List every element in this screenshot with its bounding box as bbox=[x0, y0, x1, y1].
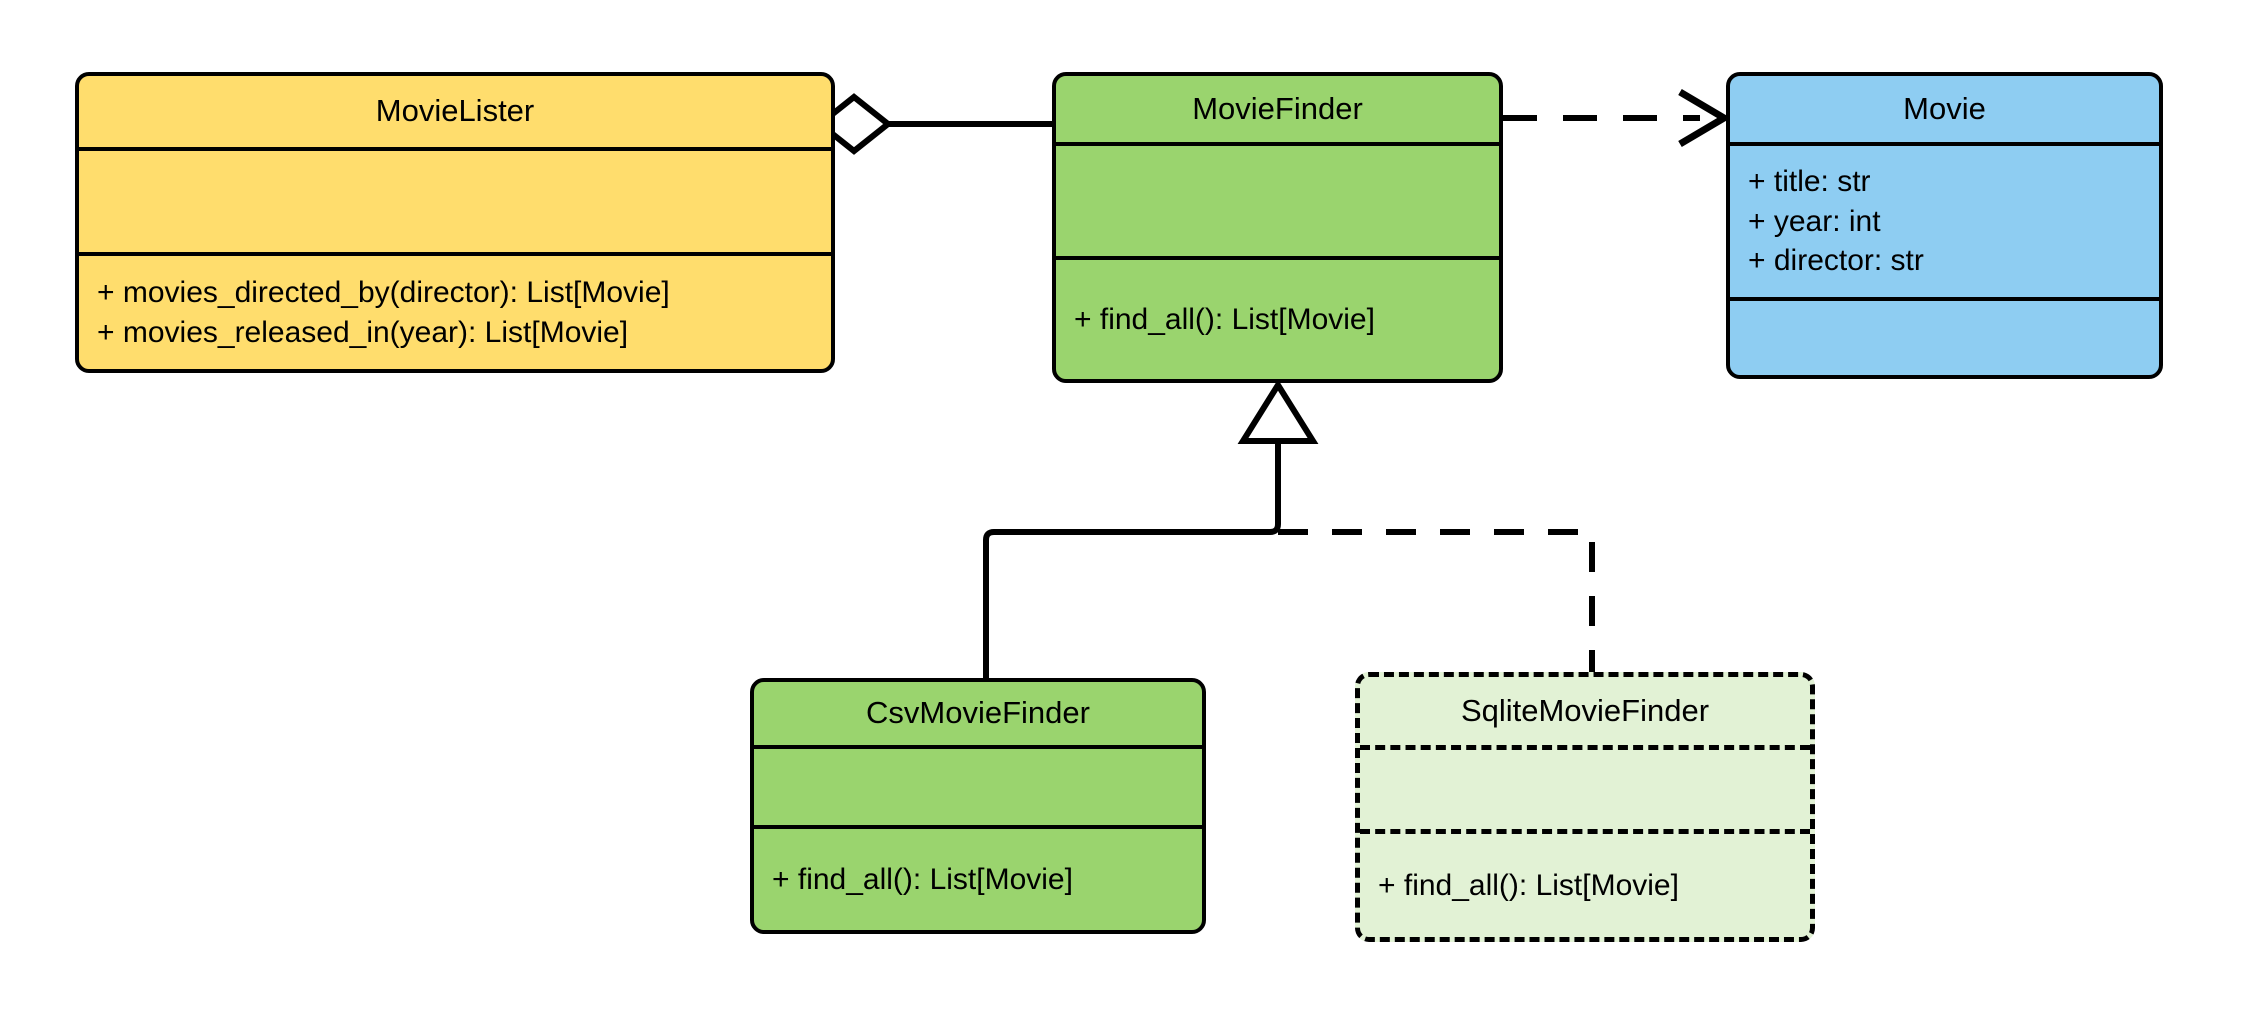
aggregation-lister-finder[interactable] bbox=[815, 93, 1052, 155]
class-name-movie: Movie bbox=[1903, 90, 1986, 126]
class-attributes-compartment bbox=[79, 147, 831, 252]
inheritance-line-csv bbox=[983, 522, 1281, 678]
class-attributes-compartment bbox=[1056, 142, 1499, 256]
class-name-sqlite-movie-finder: SqliteMovieFinder bbox=[1460, 692, 1710, 728]
class-attribute: + director: str bbox=[1748, 244, 1924, 278]
class-methods-compartment bbox=[1730, 297, 2159, 375]
class-title-compartment: SqliteMovieFinder bbox=[1360, 677, 1810, 745]
class-attributes-compartment bbox=[754, 745, 1202, 825]
class-attributes-compartment bbox=[1360, 745, 1810, 829]
class-title-compartment: MovieLister bbox=[79, 76, 831, 147]
hollow-triangle-marker bbox=[1237, 379, 1319, 444]
inheritance-csv-finder[interactable] bbox=[983, 522, 1281, 678]
class-name-movie-lister: MovieLister bbox=[375, 93, 535, 129]
uml-class-movie-lister[interactable]: MovieLister + movies_directed_by(directo… bbox=[75, 72, 835, 373]
class-method: + find_all(): List[Movie] bbox=[1378, 868, 1679, 902]
uml-class-sqlite-movie-finder[interactable]: SqliteMovieFinder + find_all(): List[Mov… bbox=[1355, 672, 1815, 942]
class-title-compartment: MovieFinder bbox=[1056, 76, 1499, 142]
class-name-movie-finder: MovieFinder bbox=[1192, 90, 1363, 126]
class-methods-compartment: + movies_directed_by(director): List[Mov… bbox=[79, 252, 831, 369]
class-name-csv-movie-finder: CsvMovieFinder bbox=[866, 695, 1090, 731]
class-method: + find_all(): List[Movie] bbox=[1074, 302, 1375, 336]
class-method: + movies_released_in(year): List[Movie] bbox=[97, 315, 629, 349]
inheritance-line-sqlite bbox=[1278, 529, 1595, 678]
generalization-marker-group bbox=[1237, 379, 1319, 522]
class-methods-compartment: + find_all(): List[Movie] bbox=[1056, 256, 1499, 379]
open-arrow-marker bbox=[1678, 88, 1731, 148]
inheritance-sqlite-finder[interactable] bbox=[1278, 529, 1595, 678]
class-attribute: + year: int bbox=[1748, 204, 1881, 238]
class-attributes-compartment: + title: str + year: int + director: str bbox=[1730, 142, 2159, 297]
class-methods-compartment: + find_all(): List[Movie] bbox=[1360, 829, 1810, 937]
class-method: + movies_directed_by(director): List[Mov… bbox=[97, 275, 670, 309]
class-method: + find_all(): List[Movie] bbox=[772, 862, 1073, 896]
dependency-finder-movie[interactable] bbox=[1503, 88, 1731, 148]
uml-class-csv-movie-finder[interactable]: CsvMovieFinder + find_all(): List[Movie] bbox=[750, 678, 1206, 934]
uml-class-movie[interactable]: Movie + title: str + year: int + directo… bbox=[1726, 72, 2163, 379]
class-methods-compartment: + find_all(): List[Movie] bbox=[754, 825, 1202, 930]
uml-class-movie-finder[interactable]: MovieFinder + find_all(): List[Movie] bbox=[1052, 72, 1503, 383]
class-title-compartment: CsvMovieFinder bbox=[754, 682, 1202, 745]
class-title-compartment: Movie bbox=[1730, 76, 2159, 142]
class-attribute: + title: str bbox=[1748, 165, 1871, 199]
